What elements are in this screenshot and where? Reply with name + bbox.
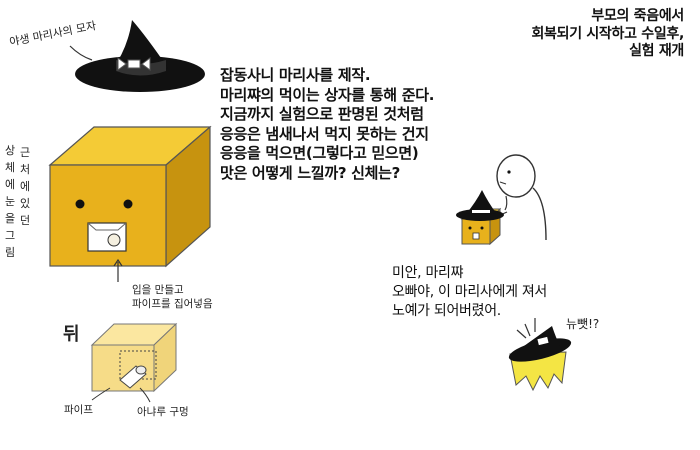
mouth-opening <box>87 222 127 252</box>
vertical-char: 에 <box>4 178 16 191</box>
mouth-caption-line: 입을 만들고 <box>132 284 184 296</box>
vertical-char: 을 <box>4 212 16 225</box>
top-right-caption: 부모의 죽음에서 회복되기 시작하고 수일후, 실험 재개 <box>531 8 684 61</box>
narration-line: 응응은 냄새나서 먹지 못하는 건지 <box>220 124 429 143</box>
vertical-char: 있 <box>19 197 31 210</box>
vertical-char: 눈 <box>4 195 16 208</box>
person-drawing <box>496 154 547 241</box>
fallen-marisa-drawing <box>508 318 572 392</box>
mouth-arrow <box>113 258 123 282</box>
dialogue-line: 오빠야, 이 마리사에게 져서 <box>392 284 547 300</box>
mouth-caption-line: 파이프를 집어넣음 <box>132 298 213 310</box>
hat-arrow <box>69 45 93 61</box>
box-back-drawing <box>90 322 178 393</box>
narration-line: 지금까지 실험으로 판명된 것처럼 <box>220 105 424 124</box>
vertical-char: 에 <box>19 180 31 193</box>
eye-icon-right <box>123 199 133 209</box>
eye-icon-left <box>75 199 85 209</box>
dialogue-line: 미안, 마리쨔 <box>392 265 464 281</box>
dialogue-line: 노예가 되어버렸어. <box>392 303 501 319</box>
vertical-char: 림 <box>4 246 16 259</box>
top-right-line: 실험 재개 <box>629 43 684 59</box>
narration-line: 응응을 먹으면(그렇다고 믿으면) <box>220 144 419 163</box>
narration-line: 잡동사니 마리사를 제작. <box>220 66 371 84</box>
vertical-char: 던 <box>19 214 31 227</box>
vertical-char: 처 <box>19 163 31 176</box>
hole-label: 아냐루 구멍 <box>137 406 189 418</box>
vertical-char: 상 <box>4 144 16 157</box>
dialogue: 미안, 마리쨔 오빠야, 이 마리사에게 져서 노예가 되어버렸어. <box>392 264 547 321</box>
pipe-label: 파이프 <box>64 404 93 416</box>
narration-line: 마리쨔의 먹이는 상자를 통해 준다. <box>220 85 435 104</box>
main-narration: 잡동사니 마리사를 제작. 마리쨔의 먹이는 상자를 통해 준다. 지금까지 실… <box>220 66 520 184</box>
small-box-with-hat <box>456 190 504 246</box>
vertical-char: 체 <box>4 161 16 174</box>
box-front-drawing <box>48 125 212 268</box>
pipe-end <box>107 233 121 247</box>
back-label: 뒤 <box>63 324 80 345</box>
top-right-line: 부모의 죽음에서 <box>591 8 684 24</box>
mouth-caption: 입을 만들고 파이프를 집어넣음 <box>132 283 213 311</box>
witch-hat-drawing <box>75 20 205 92</box>
exclamation: 뉴뺏!? <box>566 317 600 331</box>
narration-line: 맛은 어떻게 느낄까? 신체는? <box>220 163 401 182</box>
top-right-line: 회복되기 시작하고 수일후, <box>531 25 684 42</box>
vertical-char: 그 <box>4 229 16 242</box>
vertical-char: 근 <box>19 146 31 159</box>
